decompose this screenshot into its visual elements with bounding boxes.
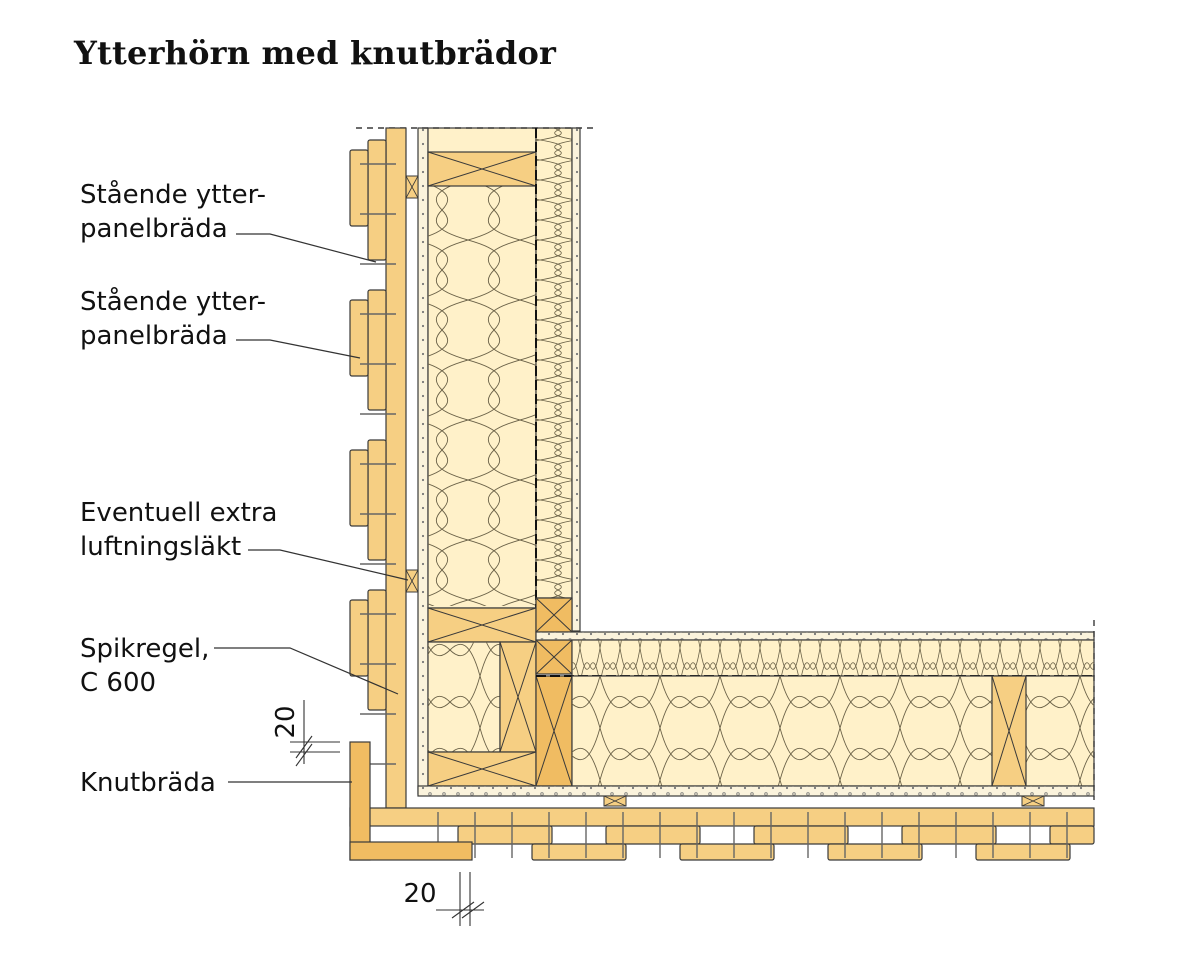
horizontal-wall <box>417 620 1095 800</box>
label-standing-panel-2: Stående ytter- panelbräda <box>80 285 266 353</box>
label-nailing-strip: Spikregel, C 600 <box>80 632 209 700</box>
label-line: Knutbräda <box>80 768 216 798</box>
label-standing-panel-1: Stående ytter- panelbräda <box>80 178 266 246</box>
cladding-board-inner <box>367 589 387 711</box>
label-line: luftningsläkt <box>80 532 242 562</box>
dimension-vertical-value: 20 <box>271 705 301 738</box>
cladding-board-inner <box>367 139 387 261</box>
dimension-horizontal: 20 <box>403 872 485 926</box>
cladding-board-outer-h <box>827 843 923 861</box>
label-corner-board: Knutbräda <box>80 766 216 800</box>
cladding-board-inner-h <box>605 825 701 845</box>
nailing-strip-horizontal <box>349 807 1095 827</box>
cladding-board-outer <box>349 149 369 227</box>
vertical-wall <box>356 127 596 795</box>
cladding-board-outer-h <box>975 843 1071 861</box>
cladding-board-inner-h <box>457 825 553 845</box>
interior-board-texture <box>418 128 428 794</box>
cladding-board-inner-h <box>1049 825 1095 845</box>
cladding-board-outer <box>349 449 369 527</box>
label-line: Stående ytter- <box>80 287 267 317</box>
leader-lines <box>214 233 409 783</box>
label-line: Eventuell extra <box>80 498 278 528</box>
cladding-board-outer-h <box>679 843 775 861</box>
cladding-board-inner <box>367 439 387 561</box>
insulation-pattern <box>428 186 536 606</box>
dimension-vertical: 20 <box>271 700 340 767</box>
label-line: panelbräda <box>80 321 228 351</box>
cladding-board-outer-h <box>531 843 627 861</box>
label-line: C 600 <box>80 668 157 698</box>
label-ventilation-batten: Eventuell extra luftningsläkt <box>80 496 277 564</box>
cladding-board-inner-h <box>901 825 997 845</box>
cladding-board-inner-h <box>753 825 849 845</box>
nailing-strip-vertical <box>385 127 407 809</box>
corner-block <box>427 597 573 787</box>
corner-board-horizontal <box>349 841 473 861</box>
ventilation-battens <box>405 175 1045 807</box>
label-line: Spikregel, <box>80 634 210 664</box>
label-line: panelbräda <box>80 214 228 244</box>
insulation-pattern-small <box>536 128 572 598</box>
label-line: Stående ytter- <box>80 180 267 210</box>
cladding-board-inner <box>367 289 387 411</box>
drawing-title: Ytterhörn med knutbrädor <box>74 34 557 72</box>
cladding-board-outer <box>349 599 369 677</box>
horizontal-cladding <box>437 812 1095 861</box>
vertical-cladding <box>349 139 396 765</box>
dimension-horizontal-value: 20 <box>403 879 436 909</box>
